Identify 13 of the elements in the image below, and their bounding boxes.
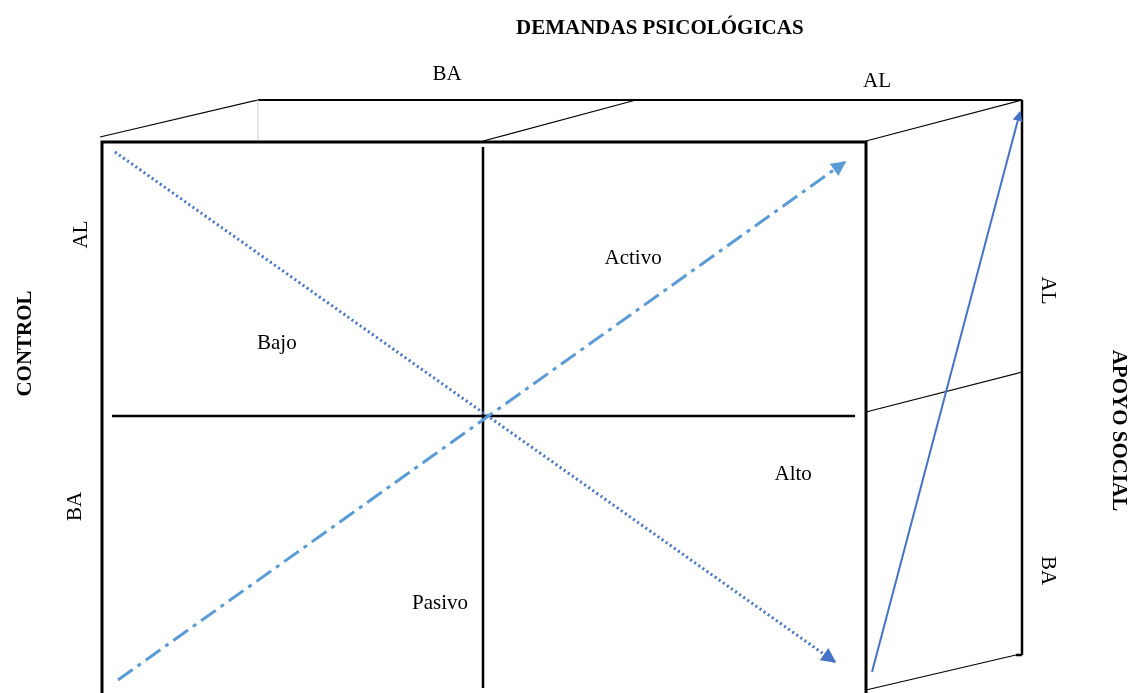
axis-level-label: BA [63,491,85,521]
axis-level-label: AL [863,69,891,91]
quadrant-label: Alto [774,462,812,484]
axis-title: APOYO SOCIAL [1109,349,1131,511]
quadrant-label: Activo [604,246,662,268]
axis-level-label: AL [1037,276,1059,304]
axis-level-label: AL [69,220,91,248]
axis-title: CONTROL [13,289,35,397]
axis-level-label: BA [432,62,462,84]
axis-title: DEMANDAS PSICOLÓGICAS [516,16,804,38]
quadrant-label: Pasivo [412,591,468,613]
axis-level-label: BA [1037,555,1059,585]
quadrant-label: Bajo [257,331,297,353]
